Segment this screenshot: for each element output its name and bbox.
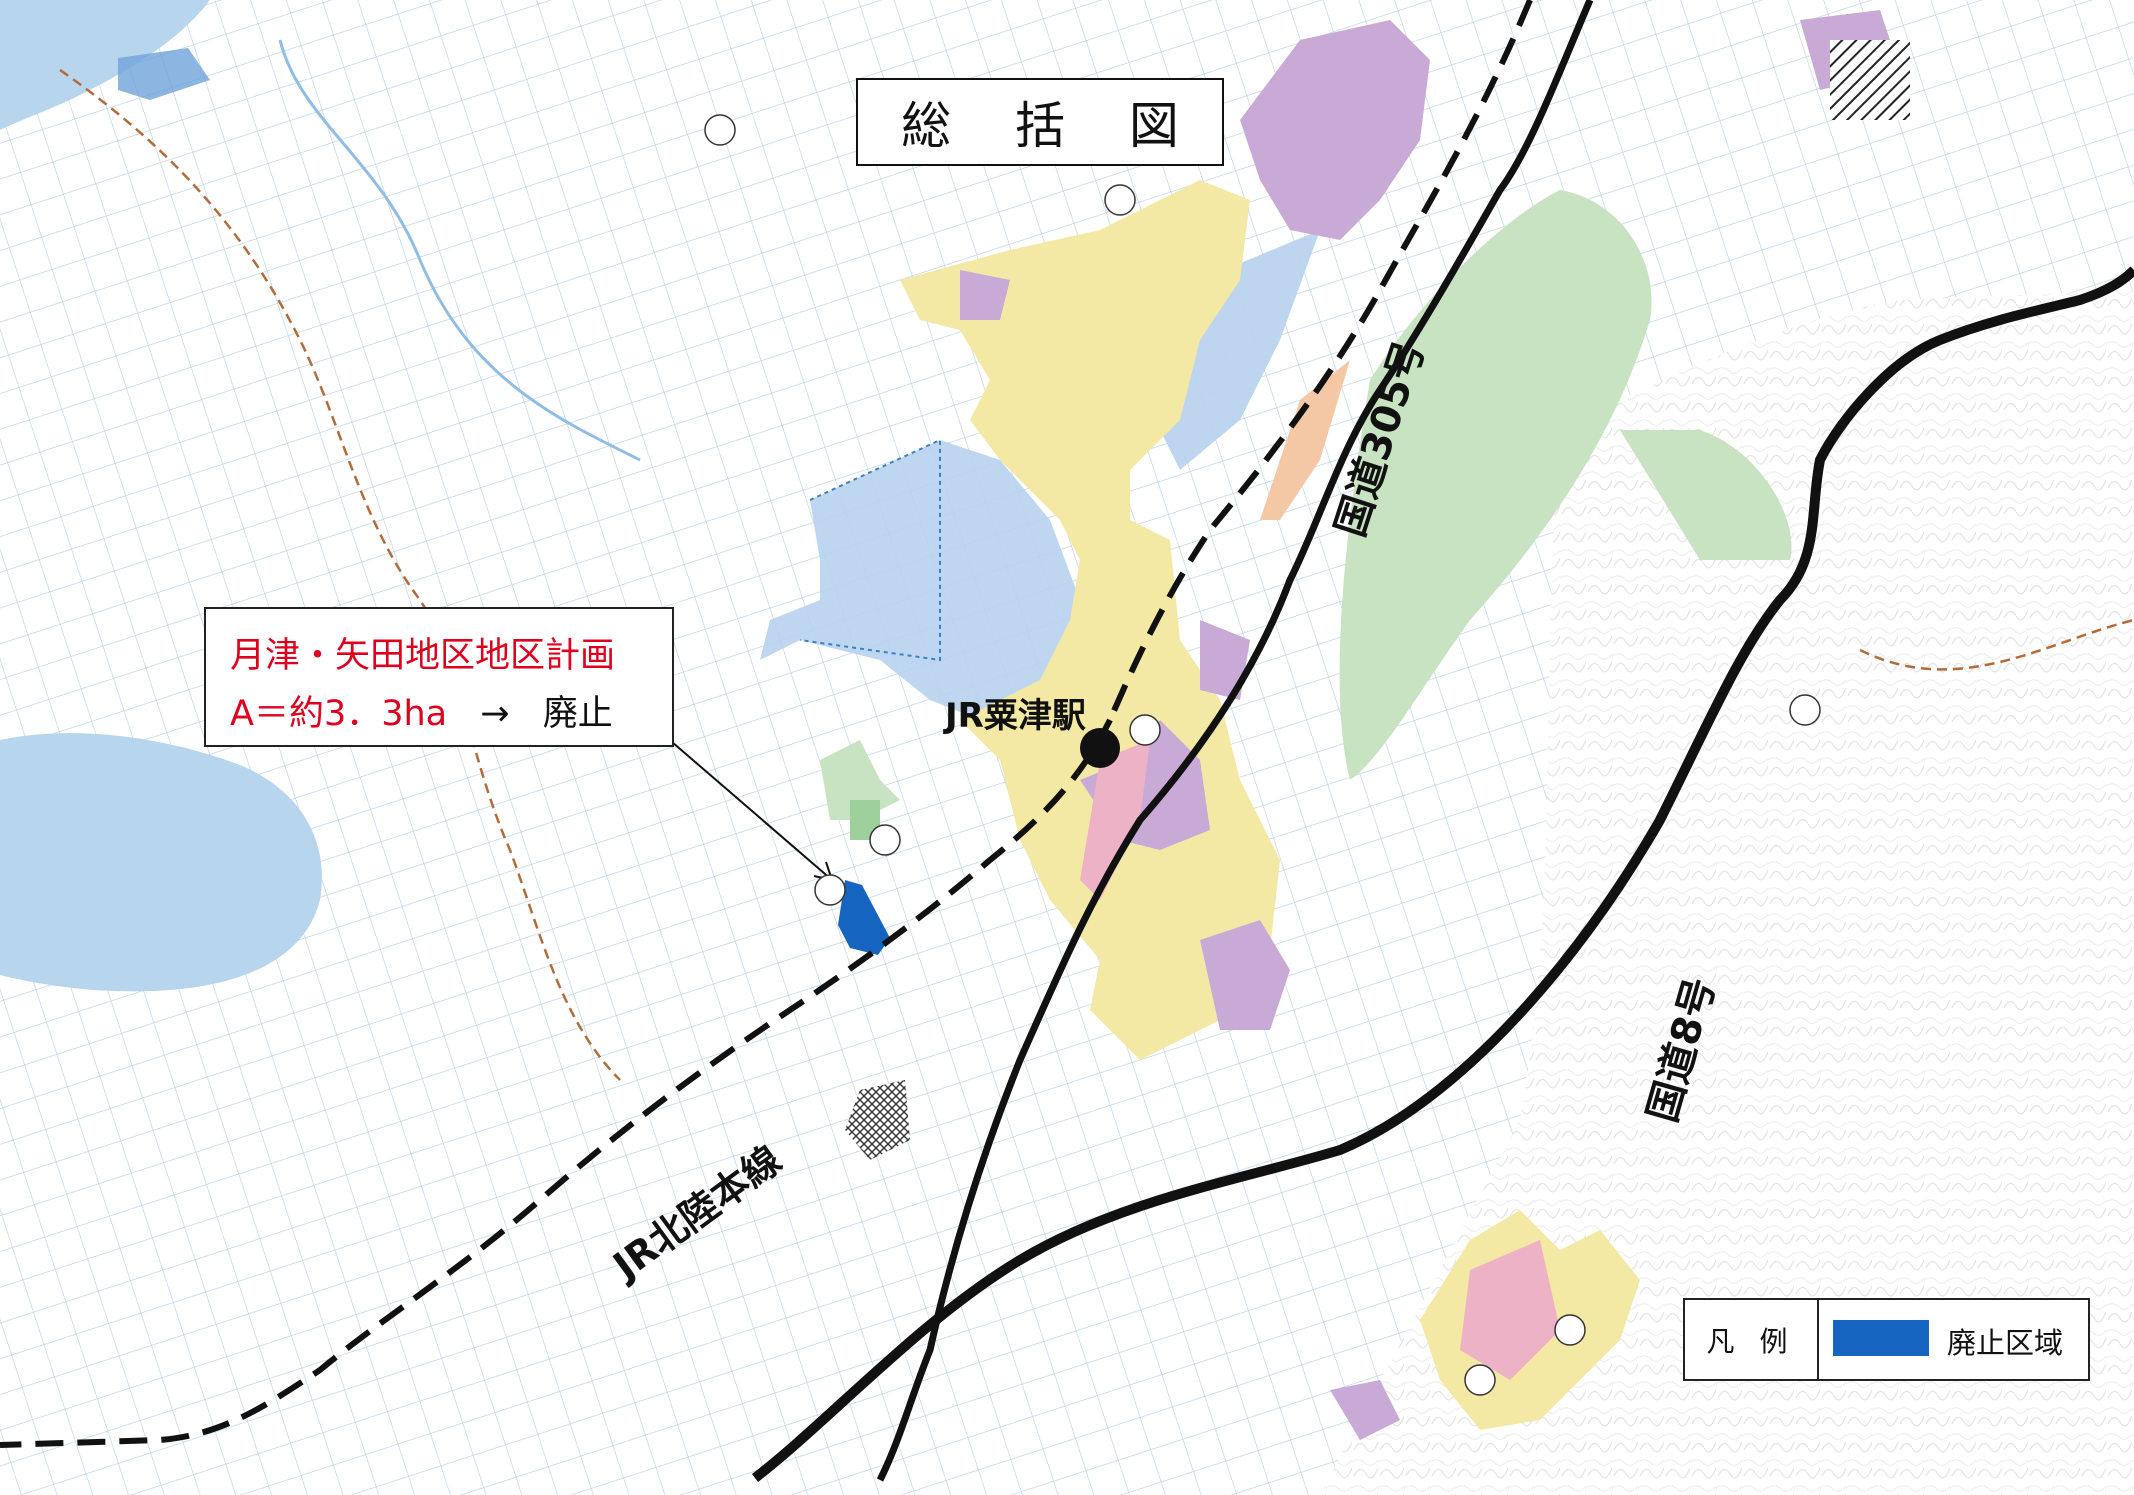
district-plan-callout: 月津・矢田地区地区計画 A＝約3．3ha → 廃止 (204, 607, 674, 747)
hill-terrain (1320, 290, 2134, 1495)
route-305-road (876, 0, 1594, 1482)
zone-commercial-south (1200, 920, 1290, 1030)
legend-swatch-abolished (1833, 1320, 1929, 1356)
zone-awazu-pink (1460, 1240, 1560, 1380)
plan-status: 廃止 (542, 694, 613, 734)
plan-name: 月津・矢田地区地区計画 (230, 636, 616, 676)
legend-title: 凡 例 (1706, 1324, 1796, 1358)
river (278, 39, 641, 462)
sea-area (0, 0, 210, 130)
plan-status-line: A＝約3．3ha → 廃止 (230, 685, 613, 736)
zone-commercial-northwest (960, 270, 1010, 320)
crosshatch-area (845, 1080, 910, 1160)
map-title: 総 括 図 (901, 97, 1203, 155)
map-title-box: 総 括 図 (856, 78, 1224, 166)
zone-industrial-west (760, 440, 1080, 720)
kibagata-park-east (1620, 430, 1792, 560)
plan-area: A＝約3．3ha (230, 694, 448, 734)
zoning-markers (704, 114, 1821, 1396)
legend-divider (1817, 1300, 1819, 1379)
legend: 凡 例 廃止区域 (1683, 1298, 2090, 1381)
hatched-area-ne (1830, 40, 1910, 120)
route-8-road (751, 266, 2134, 1482)
legend-label-abolished: 廃止区域 (1947, 1326, 2064, 1360)
zone-commercial-north (1240, 20, 1430, 240)
zone-industrial-outline (799, 438, 941, 662)
station-label: JR粟津駅 (945, 696, 1086, 736)
callout-leader (671, 741, 833, 881)
abolished-area (838, 880, 890, 955)
zone-awazu-purple (1330, 1380, 1400, 1440)
zone-commercial-east (1200, 620, 1250, 700)
city-boundary-2 (1859, 618, 2134, 671)
zone-blue-nw (118, 48, 210, 100)
zone-pink-central (1080, 740, 1150, 900)
zone-pink-strip (1260, 360, 1350, 520)
jr-line-south (0, 718, 1113, 1448)
station-marker (1080, 728, 1120, 768)
lake-shibayamagata (0, 733, 322, 992)
arrow-symbol: → (480, 694, 510, 734)
zone-park-small (850, 800, 880, 840)
